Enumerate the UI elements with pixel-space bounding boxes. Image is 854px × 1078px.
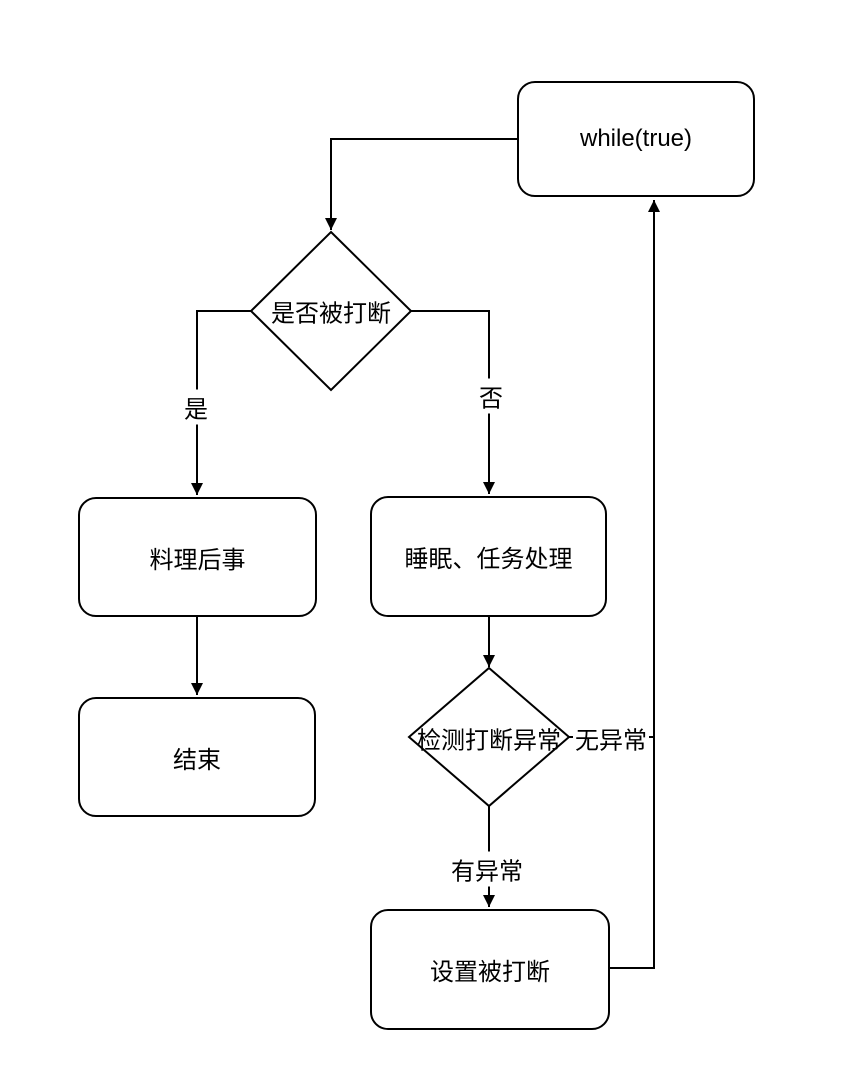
node-while-loop-label: while(true) (579, 125, 693, 152)
node-end-label: 结束 (173, 746, 221, 774)
node-cleanup-label: 料理后事 (149, 546, 246, 574)
node-while-loop: while(true) (517, 81, 755, 197)
decision-check-interrupted-label: 是否被打断 (271, 300, 391, 328)
edge-check-interrupted-no-to-sleep-task (411, 310, 495, 494)
decision-check-interrupted-shape (249, 230, 413, 392)
node-end: 结束 (78, 697, 316, 817)
node-sleep-task-label: 睡眠、任务处理 (404, 546, 573, 573)
edge-label-no-exception: 无异常 (573, 720, 649, 756)
edge-set-interrupted-to-while (610, 200, 660, 969)
edge-while-to-check-interrupted (325, 138, 517, 230)
node-sleep-task: 睡眠、任务处理 (370, 496, 607, 617)
decision-detect-exception-shape (407, 666, 571, 808)
edge-label-has-exception: 有异常 (449, 851, 525, 887)
edge-label-no: 否 (477, 378, 505, 414)
edge-label-yes: 是 (182, 389, 210, 425)
node-set-interrupted-label: 设置被打断 (430, 959, 550, 986)
node-cleanup: 料理后事 (78, 497, 317, 617)
decision-detect-exception-label: 检测打断异常 (417, 727, 561, 755)
node-set-interrupted: 设置被打断 (370, 909, 610, 1030)
edge-check-interrupted-yes-to-cleanup (191, 310, 251, 495)
